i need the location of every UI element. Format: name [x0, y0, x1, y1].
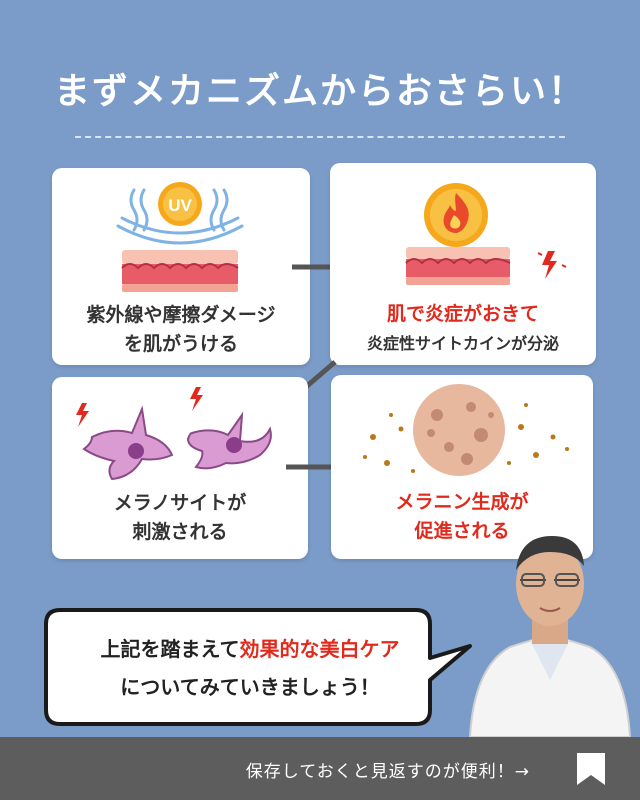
fire-skin-illustration [405, 183, 567, 285]
fire-icon [424, 183, 488, 247]
card4-line1: メラニン生成が [395, 491, 529, 513]
step-card-melanocyte: メラノサイトが 刺激される [52, 377, 308, 559]
card2-line1: 肌で炎症がおきて [386, 303, 539, 325]
bubble-text: 上記を踏まえて効果的な美白ケア についてみていきましょう！ [60, 630, 440, 706]
divider [75, 136, 565, 138]
pigment-dots [363, 403, 569, 473]
nucleus-icon [128, 443, 144, 459]
bubble-part1: 上記を踏まえて [100, 637, 240, 661]
nucleus-icon [226, 437, 242, 453]
step-card-melanin: メラニン生成が 促進される [331, 375, 593, 559]
bubble-highlight: 効果的な美白ケア [239, 637, 400, 661]
bookmark-icon[interactable] [573, 751, 609, 787]
skin-layer-icon [121, 250, 239, 292]
melanin-illustration [363, 384, 569, 476]
footer-bar: 保存しておくと見返すのが便利！→ [0, 737, 640, 800]
uv-sun-icon [158, 182, 202, 226]
melanocyte-illustration [76, 387, 272, 481]
lightning-icon [537, 251, 567, 279]
card1-line1: 紫外線や摩擦ダメージ [86, 304, 276, 326]
card3-line1: メラノサイトが [113, 492, 247, 514]
uv-label: UV [168, 196, 192, 215]
uv-skin-illustration: UV [116, 182, 244, 292]
speech-bubble [44, 608, 472, 726]
card2-line2: 炎症性サイトカインが分泌 [366, 334, 559, 353]
wind-lines-icon [116, 188, 244, 245]
doctor-avatar [468, 536, 632, 737]
bubble-line1: 上記を踏まえて効果的な美白ケア [60, 630, 440, 668]
lightning-icon [76, 387, 203, 427]
step-card-inflammation: 肌で炎症がおきて 炎症性サイトカインが分泌 [330, 163, 596, 365]
footer-text: 保存しておくと見返すのが便利！→ [245, 762, 530, 782]
card3-line2: 刺激される [132, 521, 228, 543]
melanocyte-icon [82, 405, 272, 481]
skin-layer-icon [405, 247, 511, 285]
step-card-uv-damage: UV 紫外線や摩擦ダメージ を肌がうける [52, 168, 310, 365]
bubble-line2: についてみていきましょう！ [120, 675, 380, 699]
page-title: まずメカニズムからおさらい！ [53, 71, 586, 112]
melanin-particle-icon [413, 384, 505, 476]
card1-line2: を肌がうける [123, 333, 238, 355]
card4-line2: 促進される [414, 520, 510, 542]
